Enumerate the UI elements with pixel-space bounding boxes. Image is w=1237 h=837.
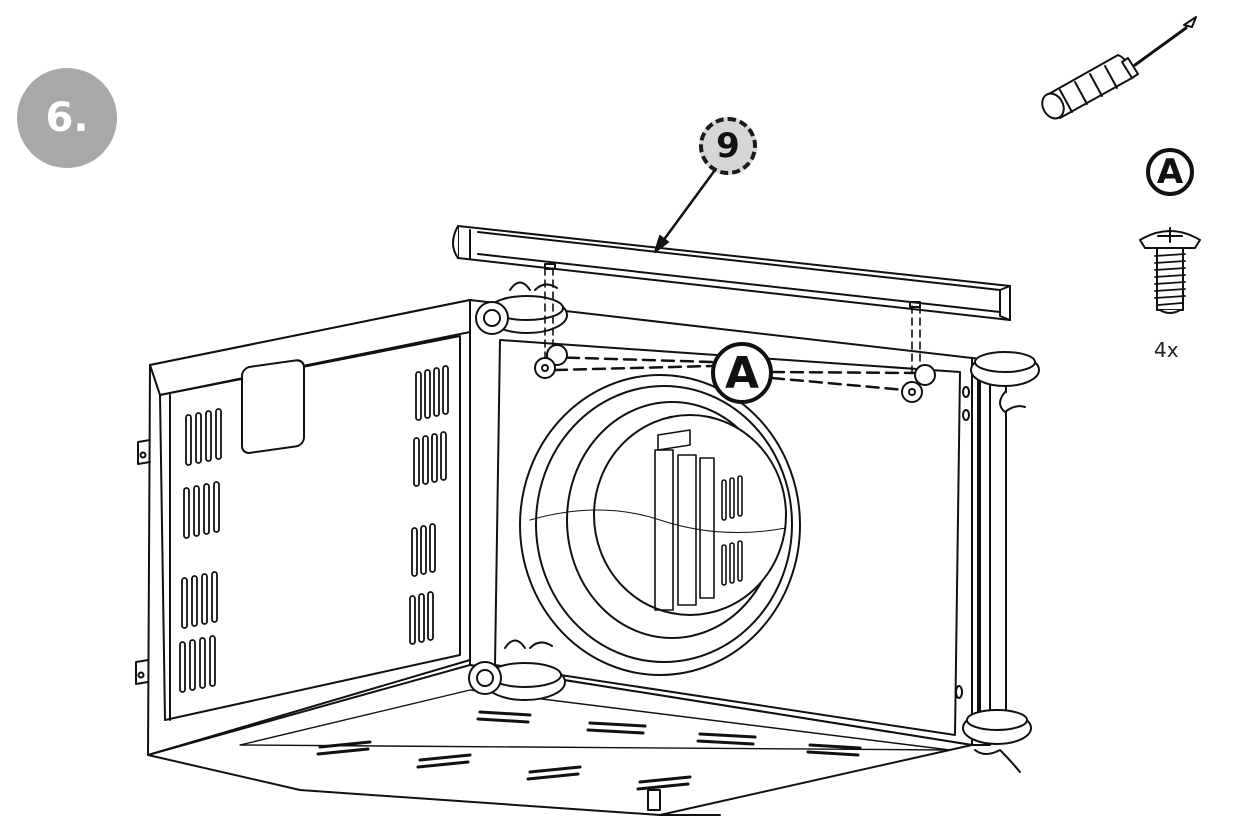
hardware-quantity: 4x xyxy=(1154,338,1179,362)
back-panel xyxy=(469,299,991,746)
vent-slots-right xyxy=(409,365,449,645)
alignment-guides xyxy=(544,267,921,376)
screwdriver-icon xyxy=(1041,16,1197,120)
interior-view xyxy=(654,429,743,611)
step-number-badge: 6. xyxy=(17,68,117,168)
step-number: 6. xyxy=(45,95,89,141)
right-corner-post xyxy=(979,379,1007,721)
hardware-label-main-text: A xyxy=(724,347,760,399)
caster-wheel-bottom-left xyxy=(468,639,566,701)
screw-holes xyxy=(534,344,936,403)
vent-slots-left xyxy=(179,408,222,693)
hardware-label-legend: A xyxy=(1146,148,1194,196)
handle-bar-part-9 xyxy=(452,225,1011,321)
hardware-label-main: A xyxy=(711,342,773,404)
hardware-leader-lines xyxy=(546,355,917,392)
caster-wheel-bottom-right xyxy=(962,709,1032,773)
caster-wheel-top-left xyxy=(475,281,568,335)
part-callout-9: 9 xyxy=(699,117,757,175)
left-side-panel xyxy=(135,299,471,756)
screw-icon xyxy=(1139,227,1201,314)
hardware-label-legend-text: A xyxy=(1156,152,1184,192)
part-9-leader-arrow xyxy=(654,168,717,253)
part-callout-label: 9 xyxy=(716,126,740,166)
caster-wheel-top-right xyxy=(970,351,1040,413)
bottom-panel xyxy=(147,664,973,816)
